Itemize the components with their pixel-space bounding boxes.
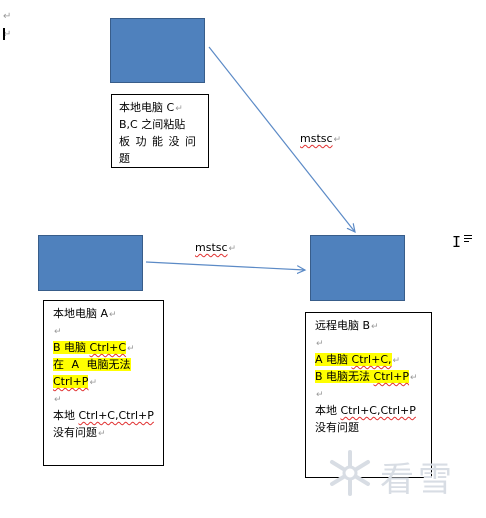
highlighted-text: A 电脑 Ctrl+C, [315,353,392,366]
arrow-c-to-b [208,46,355,232]
ibeam-cursor-icon: I [452,233,462,251]
computer-a-note: 本地电脑 A↵ ↵ B 电脑 Ctrl+C↵ 在 A 电脑无法 Ctrl+P↵ … [43,300,164,466]
computer-a-box [38,235,143,291]
paragraph-mark: ↵ [3,11,12,22]
computer-c-note: 本地电脑 C↵ B,C 之间粘贴 板 功 能 没 问 题 [111,94,209,168]
note-line: 题 [119,152,130,165]
watermark-text: 看雪 [380,460,456,500]
note-line: 本地电脑 C [119,101,175,114]
computer-b-box [310,235,405,301]
note-line: 没有问题 [53,426,97,439]
paragraph-mark: ↵ [3,29,12,40]
note-line: 远程电脑 B [315,319,371,332]
highlighted-text: Ctrl+P [53,375,89,388]
arrow-a-to-b [145,261,305,270]
text-lines-icon [464,235,472,242]
snowflake-logo-icon [330,450,370,496]
text-cursor [3,28,5,40]
computer-b-note: 远程电脑 B↵ ↵ A 电脑 Ctrl+C,↵ B 电脑无法 Ctrl+P↵ ↵… [305,312,432,478]
mstsc-label-a-b: mstsc↵ [195,241,237,254]
highlighted-text: B 电脑 Ctrl+C [53,341,127,354]
note-line: 板 功 能 没 问 [119,135,197,148]
mstsc-label-c-b: mstsc↵ [300,132,342,145]
highlighted-text: 在 A 电脑无法 [53,358,131,371]
note-line: B,C 之间粘贴 [119,118,186,131]
note-line: 本地电脑 A [53,307,109,320]
computer-c-box [110,18,205,83]
highlighted-text: B 电脑无法 Ctrl+P [315,370,409,383]
note-line: 没有问题 [315,421,359,434]
